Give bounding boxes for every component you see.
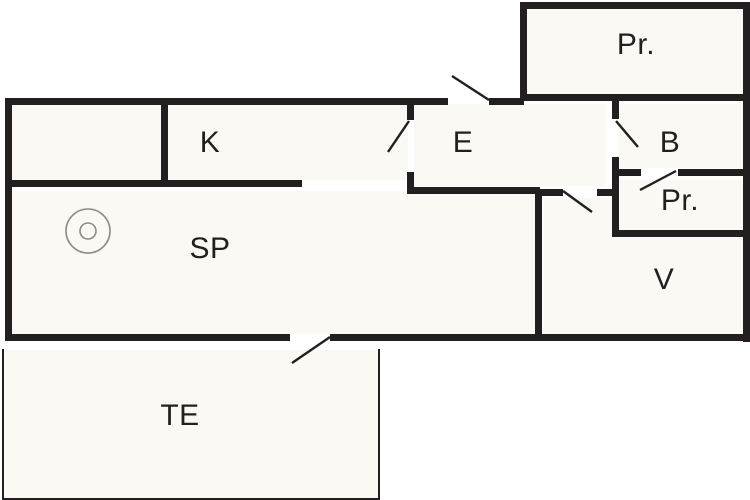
door-pr-right-icon: [639, 169, 677, 192]
fixtures: [65, 208, 111, 254]
wall-e-left-upper: [407, 104, 414, 120]
door-e-top-icon: [451, 74, 490, 102]
room-fill-e: [414, 104, 606, 186]
wall-north-stub: [489, 98, 524, 105]
wall-prtop-left: [520, 2, 527, 100]
wall-sp-north: [5, 180, 302, 187]
room-fill-k: [168, 104, 408, 180]
room-label-sp: SP: [189, 232, 230, 265]
room-label-b: B: [660, 126, 681, 159]
wall-prtop-bottom: [520, 94, 750, 101]
wall-b-pr-left: [612, 169, 641, 176]
wall-b-pr-right: [678, 169, 750, 176]
wall-sp-bottom-right: [330, 334, 750, 341]
room-fill-v: [544, 198, 744, 334]
door-swings: [291, 74, 677, 364]
door-b-left-icon: [615, 120, 639, 148]
room-fill-b: [618, 104, 744, 168]
wall-e-bottom: [407, 187, 540, 194]
wall-prright-bottom: [612, 230, 750, 237]
room-label-te: TE: [160, 399, 199, 432]
thin-walls: [2, 349, 380, 500]
structural-walls: [5, 2, 750, 342]
room-label-pr-right: Pr.: [661, 184, 699, 217]
room-fill-pr-top: [526, 8, 744, 95]
room-fill-te: [4, 350, 378, 498]
wall-sp-bottom-left: [5, 334, 290, 341]
room-label-e: E: [453, 126, 474, 159]
room-label-pr-top: Pr.: [617, 28, 655, 61]
door-v-left-icon: [562, 190, 593, 213]
wall-nw-k-divider: [161, 98, 168, 186]
wall-v-door-stub-e: [597, 189, 613, 196]
wall-e-left-lower: [407, 172, 414, 194]
room-fill-sp: [11, 191, 538, 334]
door-sp-bottom-icon: [291, 336, 331, 364]
wall-v-door-stub-w: [540, 189, 563, 196]
room-fill-unlabeled-nw: [11, 104, 162, 180]
wall-sp-v-divider: [535, 189, 542, 341]
stove-inner-circle-icon: [79, 222, 97, 240]
wall-west-main: [5, 98, 12, 341]
wall-e-b-upper: [612, 101, 619, 119]
room-fills: [4, 8, 744, 498]
wall-north-left: [5, 98, 448, 105]
wall-prtop-top: [520, 2, 750, 9]
room-label-k: K: [200, 126, 221, 159]
room-labels: Pr. K E B Pr. SP V TE: [160, 28, 699, 432]
room-label-v: V: [654, 263, 675, 296]
wall-prright-left: [612, 194, 619, 237]
te-outline: [2, 349, 380, 500]
stove-outer-circle-icon: [65, 208, 111, 254]
door-e-left-icon: [387, 120, 410, 153]
